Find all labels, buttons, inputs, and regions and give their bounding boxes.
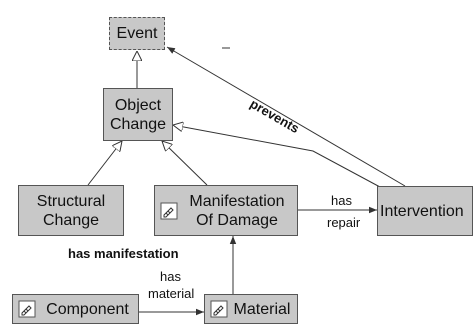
tag-icon — [210, 300, 228, 318]
edge-label-has-material-line1: has — [160, 269, 181, 284]
node-object-change-line2: Change — [109, 115, 167, 133]
node-component[interactable]: Component — [12, 294, 139, 324]
edge-intervention-objectchange — [173, 125, 381, 188]
edge-label-has-repair-line1: has — [331, 193, 352, 208]
node-structural-change-label: Structural Change — [37, 192, 105, 230]
node-intervention-label: Intervention — [380, 202, 464, 220]
edge-structural-objectchange — [87, 141, 122, 186]
node-manifestation-line1: Manifestation — [189, 192, 285, 210]
edge-manifestation-objectchange — [162, 141, 208, 186]
edge-label-has-material-line2: material — [148, 286, 195, 301]
edge-label-has-manifestation: has manifestation — [68, 246, 179, 261]
node-structural-change-line2: Change — [42, 211, 100, 229]
node-event[interactable]: Event — [109, 17, 165, 50]
node-material-label: Material — [233, 300, 291, 318]
node-component-label: Component — [46, 300, 129, 318]
node-object-change-label: Object Change — [110, 96, 166, 134]
node-manifestation-of-damage[interactable]: Manifestation Of Damage — [154, 185, 298, 236]
node-event-label: Event — [116, 25, 158, 42]
node-object-change[interactable]: Object Change — [103, 88, 173, 141]
node-object-change-line1: Object — [114, 96, 162, 114]
node-structural-change[interactable]: Structural Change — [18, 185, 124, 236]
edge-label-has-repair-line2: repair — [327, 215, 361, 230]
node-manifestation-label: Manifestation Of Damage — [189, 192, 284, 230]
node-manifestation-line2: Of Damage — [196, 211, 278, 229]
edge-prevents — [166, 46, 406, 187]
tag-icon — [160, 202, 178, 219]
node-intervention[interactable]: Intervention — [377, 186, 473, 236]
node-material[interactable]: Material — [204, 294, 298, 324]
node-structural-change-line1: Structural — [36, 192, 106, 210]
tag-icon — [18, 300, 36, 318]
